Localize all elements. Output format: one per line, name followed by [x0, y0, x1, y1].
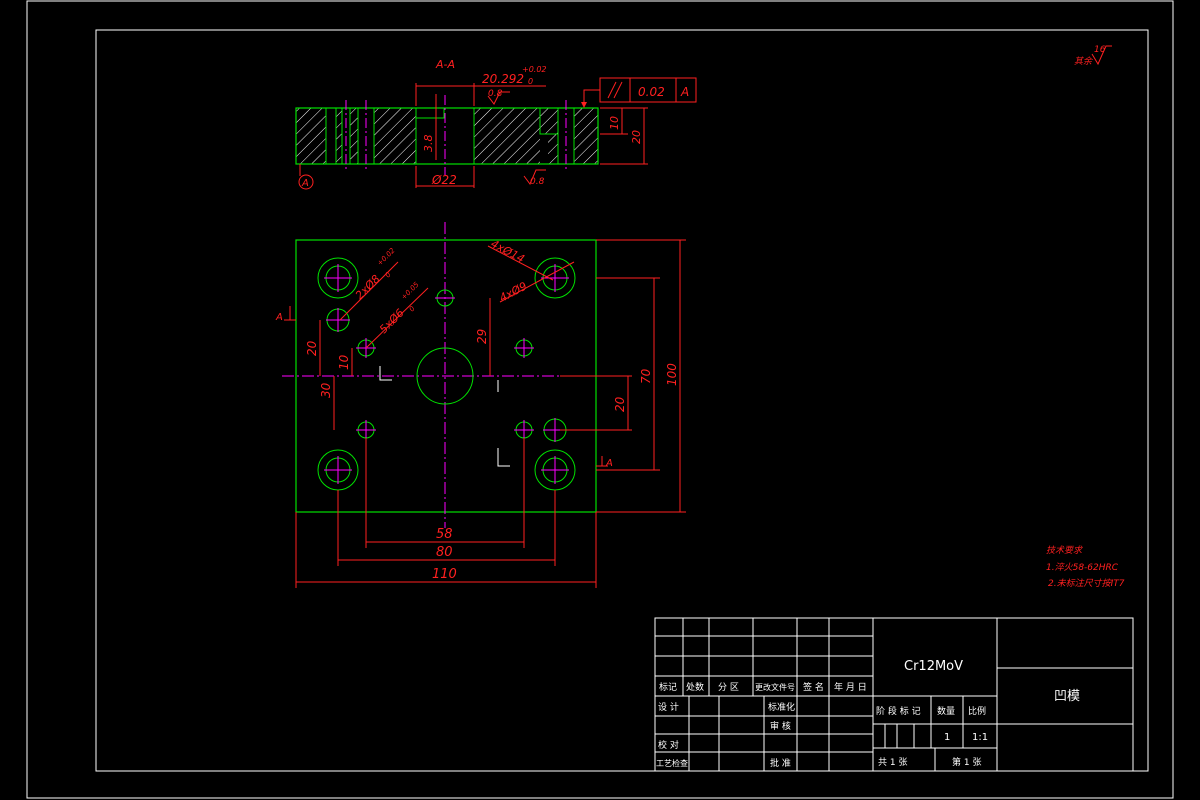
roughness-bottom-mark	[523, 169, 546, 185]
corner-roughness: 其余 16	[1074, 45, 1112, 67]
dim-5x6-tol-low: 0	[408, 304, 417, 313]
scale-label: 比例	[968, 705, 986, 717]
dim-10: 10	[608, 116, 621, 130]
dim-2x8-tol: +0.02	[376, 246, 397, 267]
check-label: 校 对	[658, 739, 679, 751]
hatch-1	[296, 108, 326, 164]
tech-notes-title: 技术要求	[1046, 545, 1083, 556]
header-4: 签 名	[803, 681, 824, 693]
hatch-8	[574, 108, 598, 164]
section-view: A-A 20.292 +0.02 0 0.8 3.8 10 20 Ø22 0.8…	[295, 58, 697, 190]
central-bore	[416, 347, 474, 405]
rough-bottom: 0.8	[530, 177, 545, 187]
weight-value: 1	[944, 732, 950, 743]
process-label: 工艺检查	[656, 758, 688, 768]
dim-20: 20	[630, 130, 643, 144]
datum-circle	[298, 174, 314, 190]
rough-top: 0.8	[488, 89, 503, 99]
section-mark-left: A	[275, 312, 283, 323]
roughness-corner-icon	[1091, 45, 1112, 66]
dim-4x14: 4xØ14	[489, 237, 527, 265]
dim-2x8-tol-low: 0	[384, 270, 393, 279]
hatch-6	[540, 108, 548, 134]
dim-80: 80	[436, 545, 453, 560]
title-block	[654, 617, 1134, 772]
part-name: 凹模	[1054, 689, 1080, 704]
dim-58: 58	[436, 527, 453, 542]
dim-4x9: 4xØ9	[497, 279, 529, 304]
section-outline	[295, 107, 599, 165]
approve-label: 批 准	[770, 757, 791, 769]
dim-5x6: 5xØ6	[377, 306, 407, 336]
weight-label: 数量	[937, 705, 955, 717]
dim-20-left: 20	[305, 340, 319, 356]
cbore-tr-outer	[534, 257, 576, 299]
dim-slot-tol: +0.02	[522, 65, 547, 74]
hatch-7	[548, 108, 558, 164]
header-5: 年 月 日	[834, 681, 867, 693]
section-mark-right: A	[605, 458, 613, 469]
dim-bore: Ø22	[431, 173, 457, 187]
cbore-tl-outer	[317, 257, 359, 299]
hatch-3	[350, 108, 358, 164]
hatch-5	[474, 108, 540, 164]
dim-30: 30	[319, 382, 333, 398]
gdt-datum: A	[680, 85, 689, 99]
review-label: 审 核	[770, 720, 791, 732]
tech-notes-line1: 1.淬火58-62HRC	[1046, 562, 1119, 573]
dim-depth: 3.8	[422, 135, 435, 153]
plan-view: A A 4xØ14 4xØ9 2xØ8 +0.02 0 5xØ6 +0.05 0…	[275, 222, 686, 588]
hatch-4	[374, 108, 416, 164]
inner-frame	[95, 29, 1149, 772]
gdt-tolerance: 0.02	[638, 85, 665, 99]
standardize-label: 标准化	[768, 701, 795, 713]
title-block-text: 标记 处数 分 区 更改文件号 签 名 年 月 日 设 计 标准化 审 核 校 …	[656, 659, 1080, 769]
scale-value: 1:1	[972, 732, 988, 743]
material: Cr12MoV	[904, 659, 963, 674]
dim-29: 29	[475, 329, 489, 344]
roughness-corner-label: 其余	[1074, 56, 1093, 67]
dim-100: 100	[665, 363, 679, 386]
dim-2x8: 2xØ8	[353, 272, 383, 302]
hatch-2	[336, 108, 342, 164]
dim-20-right: 20	[613, 396, 627, 412]
section-label: A-A	[435, 58, 455, 71]
roughness-corner-value: 16	[1094, 45, 1106, 55]
dim-slot-tol-low: 0	[528, 77, 533, 86]
dim-slot-width: 20.292	[482, 72, 524, 86]
header-1: 处数	[686, 681, 704, 693]
sheet-no: 第 1 张	[952, 756, 981, 768]
datum-label: A	[301, 178, 309, 189]
header-2: 分 区	[718, 682, 739, 693]
outer-frame	[26, 0, 1174, 799]
dim-70: 70	[639, 368, 653, 384]
header-0: 标记	[659, 681, 677, 693]
design-label: 设 计	[658, 701, 679, 713]
dim-10-plan: 10	[337, 354, 351, 370]
roughness-top-mark	[487, 91, 510, 105]
sheets-total: 共 1 张	[878, 757, 907, 768]
tech-notes: 技术要求 1.淬火58-62HRC 2.未标注尺寸按IT7	[1046, 545, 1125, 589]
tech-notes-line2: 2.未标注尺寸按IT7	[1048, 578, 1125, 589]
header-3: 更改文件号	[755, 682, 795, 692]
stage-mark-label: 阶 段 标 记	[876, 705, 921, 717]
parallelism-icon	[607, 81, 617, 99]
dim-110: 110	[432, 567, 457, 582]
